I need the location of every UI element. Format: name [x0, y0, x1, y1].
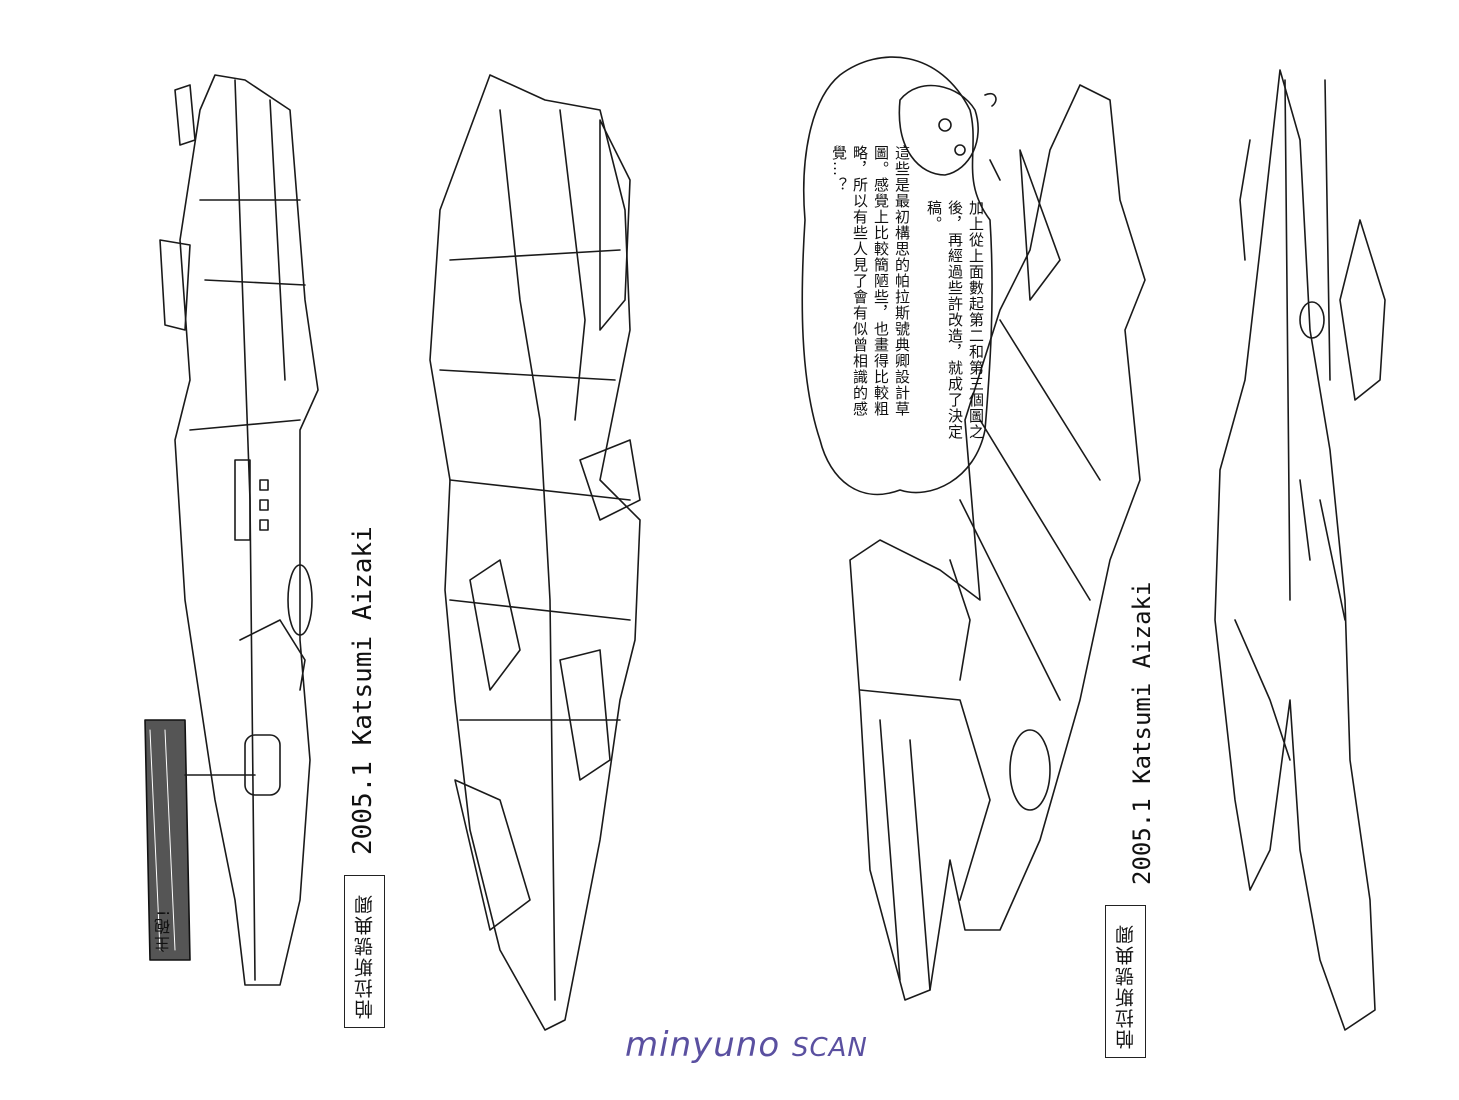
signature-right: 2005.1 Katsumi Aizaki: [1128, 581, 1156, 885]
ship-sketch-3: [849, 84, 1146, 1001]
ship-name-label-left: 帕拉斯號典卿: [344, 875, 385, 1028]
speech-bubble-paragraph-2: 加上從上面數起第二和第三個圖之後，再經過些許改造，就成了決定稿。: [925, 200, 985, 440]
ship-sketch-4: [1214, 69, 1386, 1031]
ship-name-label-right: 帕拉斯號典卿: [1105, 905, 1146, 1058]
speech-bubble: [801, 56, 993, 496]
watermark-suffix: SCAN: [791, 1033, 868, 1063]
watermark-text: minyuno: [625, 1025, 781, 1065]
scanlation-watermark: minyuno SCAN: [625, 1025, 868, 1065]
main-cannon-callout: 主砲!: [154, 908, 173, 953]
ship-sketch-2: [429, 74, 641, 1031]
speech-bubble-paragraph-1: 這些是最初構思的帕拉斯號典卿設計草圖。感覺上比較簡陋些，也畫得比較粗略，所以有些…: [830, 145, 911, 417]
ship-sketch-1: [144, 74, 319, 986]
signature-left: 2005.1 Katsumi Aizaki: [348, 526, 378, 855]
character-doodle: [898, 84, 1001, 181]
